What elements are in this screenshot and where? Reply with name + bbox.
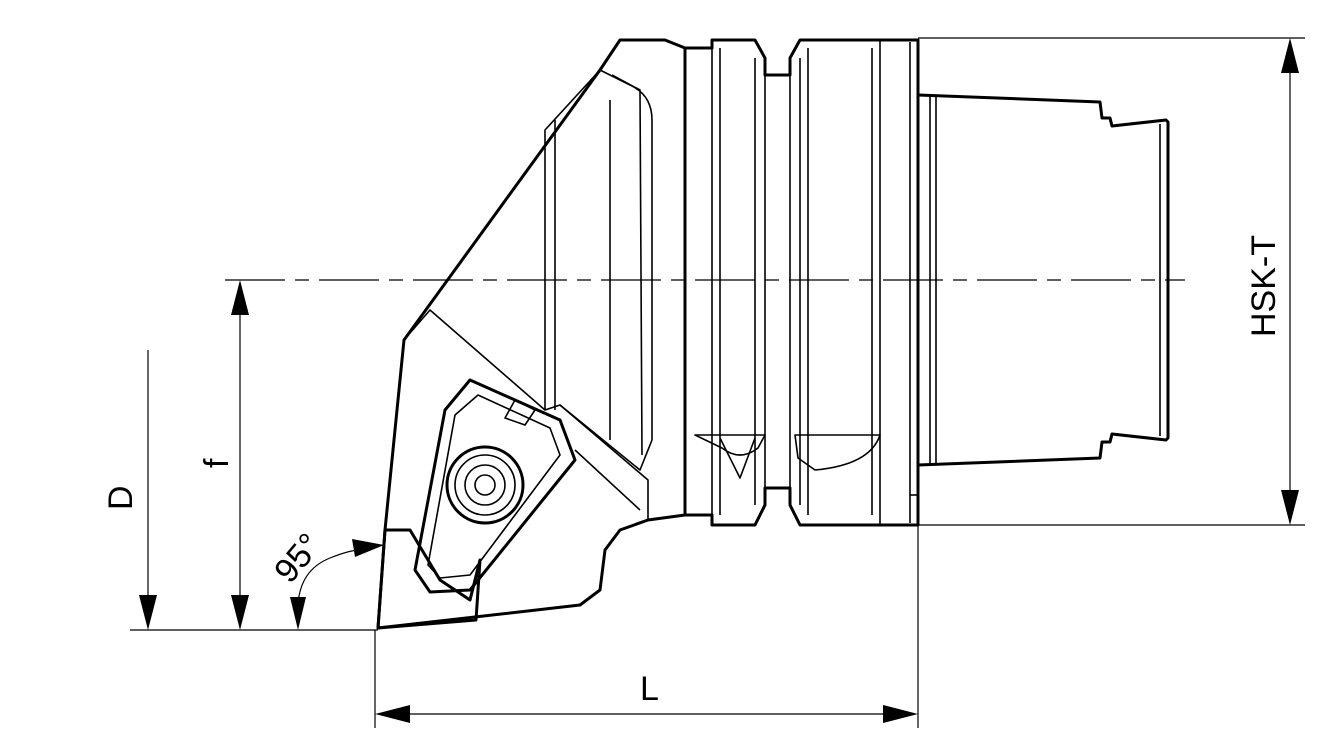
dimension-length [374, 525, 919, 728]
shank-label: HSK-T [1245, 235, 1283, 337]
length-label: L [640, 670, 659, 708]
dimension-angle [290, 539, 384, 630]
flange [878, 38, 920, 527]
tool-head [376, 38, 687, 630]
angle-label: 95° [267, 526, 329, 590]
dimension-diameter [139, 350, 157, 630]
hsk-taper [916, 93, 1170, 467]
body-grooves [683, 38, 882, 527]
cutting-insert [376, 378, 577, 630]
dimension-offset [130, 280, 378, 631]
diameter-label: D [102, 485, 140, 510]
offset-label: f [198, 458, 236, 468]
insert-screw [445, 445, 525, 525]
dimension-shank [918, 37, 1305, 526]
